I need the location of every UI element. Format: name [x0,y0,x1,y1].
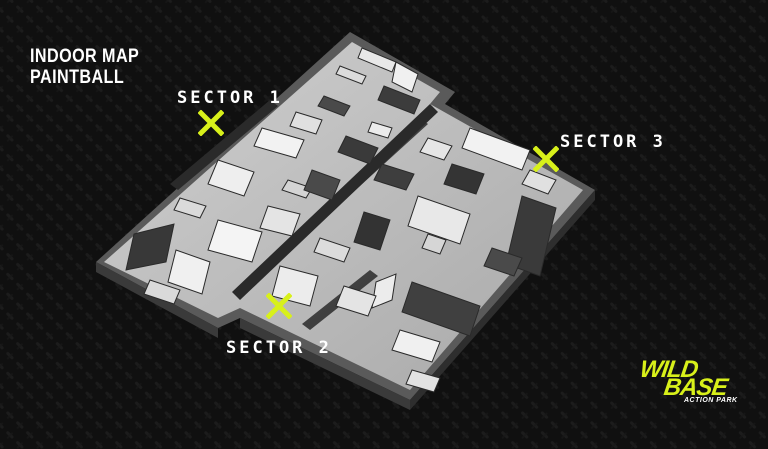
x-marker-icon [533,146,559,172]
logo-line3: ACTION PARK [684,397,738,404]
sector-2-label: SECTOR 2 [226,338,332,358]
sector-3-label: SECTOR 3 [560,132,666,152]
map-title: INDOOR MAP PAINTBALL [30,46,139,88]
map-title-line1: INDOOR MAP [30,46,140,67]
wild-base-logo: WILD BASE ACTION PARK [638,356,750,416]
map-title-line2: PAINTBALL [30,67,125,88]
sector-1-label: SECTOR 1 [177,88,283,108]
x-marker-icon [266,293,292,319]
obstacles [125,47,557,393]
x-marker-icon [198,110,224,136]
